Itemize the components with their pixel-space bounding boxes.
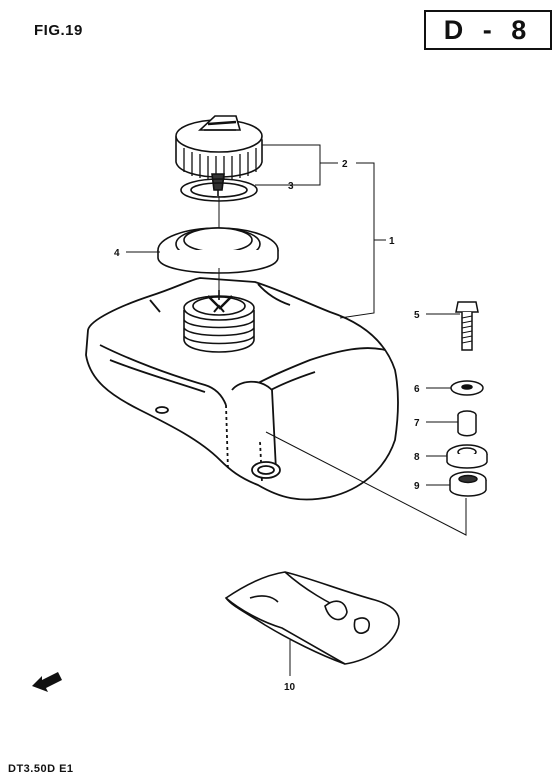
leader-lines [126, 144, 467, 676]
cushion-drawing [449, 471, 487, 497]
callout-7: 7 [414, 418, 420, 429]
filler-neck-drawing [183, 290, 255, 353]
washer-drawing [450, 380, 484, 396]
callout-3: 3 [288, 181, 294, 192]
grommet-drawing [446, 444, 488, 469]
fuel-cap-drawing [175, 115, 263, 196]
fuel-tank-drawing [85, 277, 399, 501]
callout-10: 10 [284, 682, 296, 693]
callout-8: 8 [414, 452, 420, 463]
page-code-box: D - 8 [424, 10, 552, 50]
callout-9: 9 [414, 481, 420, 492]
callout-1: 1 [389, 236, 395, 247]
callout-5: 5 [414, 310, 420, 321]
arrow-icon [32, 672, 62, 692]
callout-4: 4 [114, 248, 120, 259]
tool-bag-drawing [224, 571, 400, 665]
collar-drawing [457, 410, 477, 437]
bolt-drawing [455, 301, 479, 351]
callout-2: 2 [342, 159, 348, 170]
filler-ring-drawing [157, 227, 279, 274]
figure-label: FIG.19 [34, 22, 83, 39]
callouts: 2 3 1 4 5 6 7 8 9 10 [114, 159, 420, 693]
callout-6: 6 [414, 384, 420, 395]
page-code: D - 8 [443, 14, 533, 45]
model-code: DT3.50D E1 [8, 763, 74, 775]
